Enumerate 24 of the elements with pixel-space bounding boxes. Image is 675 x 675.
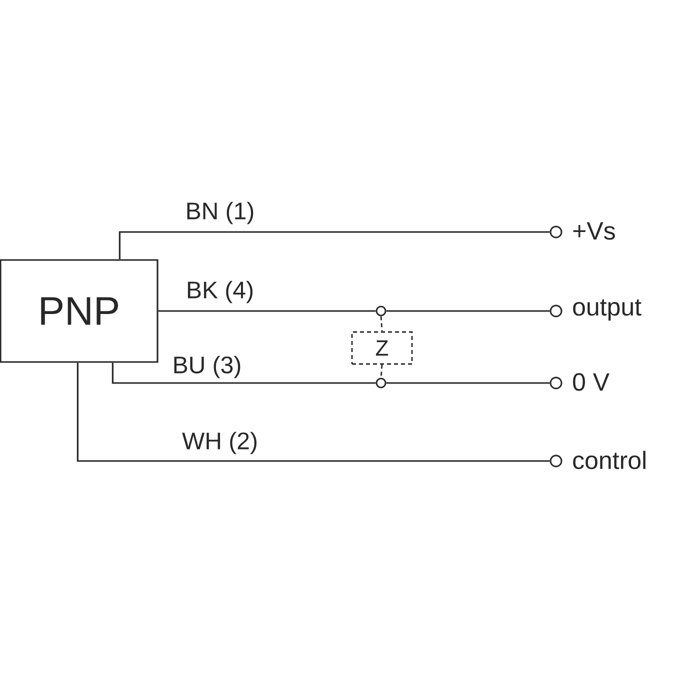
terminal-label: +Vs [573,222,615,240]
wire-label: WH (2) [182,432,256,454]
wire [386,382,550,384]
terminal-circle [550,226,562,238]
wire [76,362,550,462]
junction-circle [376,378,386,388]
terminal-label: output [573,299,642,321]
impedance-box: Z [351,331,413,365]
wire [386,310,550,312]
wire [158,310,376,312]
wire [112,362,376,384]
wire [380,364,383,378]
wire [118,231,550,260]
wire-label: BU (3) [174,356,240,378]
terminal-label: control [573,450,646,470]
junction-circle [376,306,386,316]
terminal-circle [550,376,562,390]
terminal-circle [550,304,562,318]
wire-label: BK (4) [188,280,252,304]
wire-label: BN (1) [187,202,254,224]
wire [380,316,383,332]
sensor-box: PNP [0,259,158,363]
terminal-label: 0 V [573,373,610,391]
terminal-circle [550,454,562,468]
